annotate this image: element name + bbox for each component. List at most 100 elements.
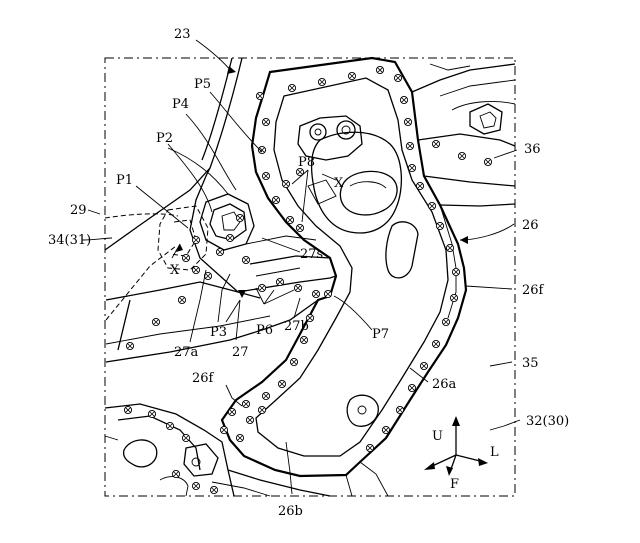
weld-spot [305, 313, 315, 323]
weld-spot [399, 95, 409, 105]
weld-spot [407, 163, 417, 173]
weld-spot [281, 179, 291, 189]
weld-spot [147, 409, 157, 419]
label-X-top: X [334, 176, 344, 191]
axis-label-front: F [450, 477, 459, 492]
weld-spot [177, 295, 187, 305]
weld-spot-group [123, 65, 493, 495]
weld-spot [241, 255, 251, 265]
weld-spot [419, 361, 429, 371]
label-27s: 27s [300, 247, 323, 262]
label-29: 29 [70, 203, 87, 218]
label-P7: P7 [372, 327, 389, 342]
label-P5: P5 [194, 77, 211, 92]
weld-spot [407, 383, 417, 393]
weld-spot [191, 235, 201, 245]
weld-spot [317, 77, 327, 87]
weld-spot [431, 139, 441, 149]
label-26f-right: 26f [522, 283, 545, 298]
weld-spot [277, 379, 287, 389]
weld-spot [347, 71, 357, 81]
weld-spot [285, 215, 295, 225]
weld-spot [323, 289, 333, 299]
weld-spot [209, 485, 219, 495]
direction-indicator [424, 416, 488, 476]
label-P8: P8 [298, 155, 315, 170]
figure-frame [104, 57, 516, 497]
label-23: 23 [174, 27, 191, 42]
weld-spot [311, 289, 321, 299]
weld-spot [181, 433, 191, 443]
weld-spot [245, 415, 255, 425]
weld-spot [257, 405, 267, 415]
axis-label-up: U [432, 429, 443, 444]
weld-spot [289, 357, 299, 367]
weld-spot [275, 277, 285, 287]
body-structure-drawing [104, 56, 516, 497]
label-26: 26 [522, 218, 539, 233]
weld-spot [227, 407, 237, 417]
leader-lines [81, 39, 521, 495]
weld-spot [449, 293, 459, 303]
weld-spot [375, 65, 385, 75]
weld-spot [181, 253, 191, 263]
weld-spot [445, 243, 455, 253]
label-32-30: 32(30) [526, 414, 569, 429]
weld-spot [293, 283, 303, 293]
weld-spot [435, 221, 445, 231]
label-35: 35 [522, 356, 539, 371]
weld-spot [123, 405, 133, 415]
weld-spot [457, 151, 467, 161]
weld-spot [225, 233, 235, 243]
weld-spot [395, 405, 405, 415]
weld-spot [405, 141, 415, 151]
weld-spot [191, 265, 201, 275]
weld-spot [125, 341, 135, 351]
label-27b: 27b [284, 319, 309, 334]
label-26f-left: 26f [192, 371, 215, 386]
weld-spot [241, 399, 251, 409]
weld-spot [295, 167, 305, 177]
label-34-31: 34(31) [48, 233, 91, 248]
weld-spot [235, 213, 245, 223]
weld-spot [365, 443, 375, 453]
weld-spot [403, 117, 413, 127]
weld-spot [381, 425, 391, 435]
weld-spot [171, 469, 181, 479]
weld-spot [235, 433, 245, 443]
weld-spot [393, 73, 403, 83]
weld-spot [255, 91, 265, 101]
label-P6: P6 [256, 323, 273, 338]
label-P1: P1 [116, 173, 133, 188]
label-26a: 26a [432, 377, 457, 392]
label-26b: 26b [278, 504, 303, 519]
weld-spot [261, 171, 271, 181]
weld-spot [215, 247, 225, 257]
weld-spot [165, 421, 175, 431]
label-27: 27 [232, 345, 249, 360]
weld-spot [483, 157, 493, 167]
weld-spot [295, 223, 305, 233]
weld-spot [431, 339, 441, 349]
weld-spot [219, 425, 229, 435]
axis-label-left: L [490, 445, 499, 460]
label-36: 36 [524, 142, 541, 157]
weld-spot [299, 335, 309, 345]
weld-spot [261, 117, 271, 127]
label-P3: P3 [210, 325, 227, 340]
weld-spot [261, 391, 271, 401]
label-27a: 27a [174, 345, 199, 360]
weld-spot [257, 145, 267, 155]
label-P2: P2 [156, 131, 173, 146]
weld-spot [271, 195, 281, 205]
label-X-left: X [170, 263, 180, 278]
weld-spot [257, 283, 267, 293]
label-P4: P4 [172, 97, 189, 112]
weld-spot [427, 201, 437, 211]
weld-spot [441, 317, 451, 327]
weld-spot [287, 83, 297, 93]
weld-spot [203, 271, 213, 281]
weld-spot [151, 317, 161, 327]
weld-spot [451, 267, 461, 277]
